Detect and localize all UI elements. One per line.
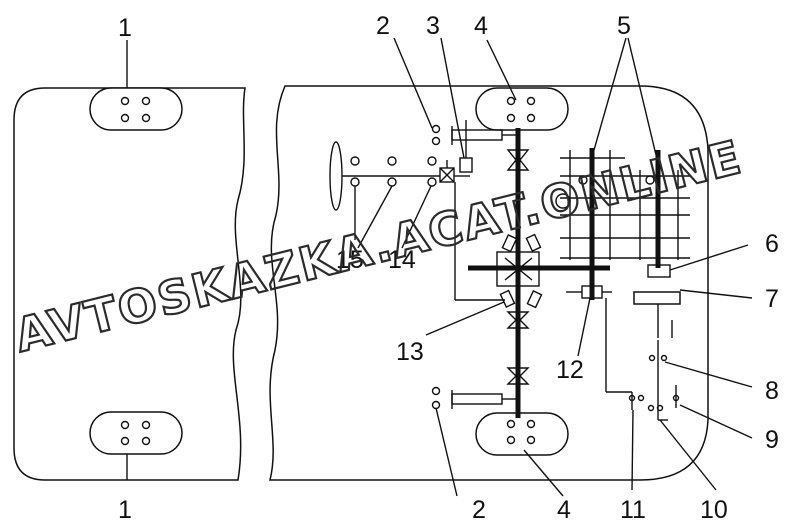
callout-9: 9 (765, 426, 779, 454)
rear-right-wheel (475, 412, 569, 456)
clutch-6 (647, 264, 671, 278)
callout-6: 6 (765, 230, 779, 258)
leader-lines (126, 37, 753, 497)
callout-13: 13 (396, 338, 424, 366)
callout-1-bottom: 1 (118, 496, 132, 524)
callout-12: 12 (556, 356, 584, 384)
callout-4-bottom: 4 (557, 496, 571, 524)
front-right-wheel (89, 411, 183, 455)
callout-8: 8 (765, 377, 779, 405)
front-left-wheel (89, 87, 183, 131)
rear-left-wheel (475, 87, 569, 131)
brake-upper (431, 124, 518, 146)
callout-7: 7 (765, 285, 779, 313)
final-drive-mid (506, 311, 530, 329)
callout-15: 15 (336, 246, 364, 274)
gear-set (555, 150, 690, 260)
callout-3: 3 (426, 12, 440, 40)
coupling-7 (633, 291, 681, 305)
callout-11: 11 (620, 496, 646, 524)
front-chassis-outline (13, 87, 246, 481)
callout-2-top: 2 (376, 12, 390, 40)
callout-14: 14 (388, 246, 416, 274)
hydraulic-unit (628, 340, 680, 421)
final-drive-lower (506, 367, 530, 385)
callout-10: 10 (700, 496, 728, 524)
callout-2-bottom: 2 (472, 496, 486, 524)
callout-4-top: 4 (474, 12, 488, 40)
callout-5: 5 (617, 12, 631, 40)
callout-1-top: 1 (118, 14, 132, 42)
final-drive-upper (506, 149, 530, 171)
rear-chassis-outline (269, 85, 709, 481)
